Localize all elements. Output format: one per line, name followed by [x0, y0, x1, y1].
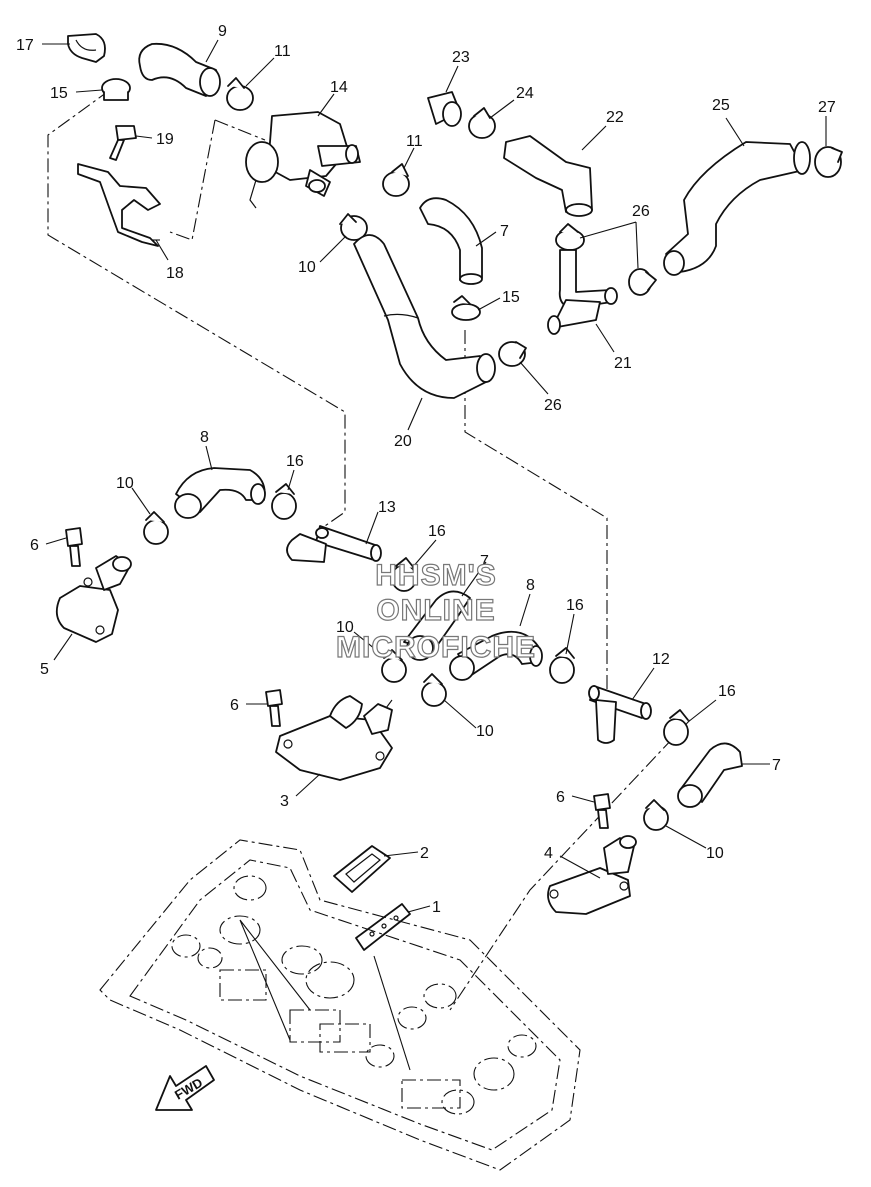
part-15-clamp-mid[interactable]	[451, 295, 481, 321]
part-26-clamp-b[interactable]	[628, 268, 657, 296]
callout-7-lower: 7	[772, 757, 781, 774]
part-21-pipe[interactable]	[547, 249, 618, 335]
part-15-hose-clamp[interactable]	[101, 78, 131, 101]
callout-24: 24	[516, 85, 534, 102]
watermark: HHSM'S ONLINE MICROFICHE	[335, 558, 536, 664]
part-16-clamp-c[interactable]	[549, 647, 575, 684]
part-23-plug[interactable]	[427, 91, 462, 127]
callout-12: 12	[652, 651, 670, 668]
callout-19: 19	[156, 131, 174, 148]
callout-13: 13	[378, 499, 396, 516]
part-20-large-hose[interactable]	[353, 234, 496, 399]
callout-10-right: 10	[706, 845, 724, 862]
callout-25: 25	[712, 97, 730, 114]
part-14-cutoff-valve[interactable]	[245, 111, 361, 209]
part-1-plate[interactable]	[355, 903, 411, 951]
part-18-bracket[interactable]	[77, 163, 161, 247]
part-7-hose-lower[interactable]	[677, 742, 743, 808]
callout-8-left: 8	[200, 429, 209, 446]
callout-22: 22	[606, 109, 624, 126]
part-27-clamp[interactable]	[814, 146, 843, 178]
callout-6-left: 6	[30, 537, 39, 554]
callout-6-mid: 6	[230, 697, 239, 714]
callout-14: 14	[330, 79, 348, 96]
part-10-clamp-d[interactable]	[421, 673, 447, 707]
callout-10-top: 10	[298, 259, 316, 276]
callout-8-mid: 8	[526, 577, 535, 594]
callout-10-mid-right: 10	[476, 723, 494, 740]
part-11-clamp-top[interactable]	[226, 77, 254, 111]
callout-7-mid: 7	[480, 553, 489, 570]
part-10-clamp-c[interactable]	[381, 649, 407, 683]
callout-26-mid: 26	[544, 397, 562, 414]
callout-15-top: 15	[50, 85, 68, 102]
callout-5: 5	[40, 661, 49, 678]
callout-21: 21	[614, 355, 632, 372]
part-26-clamp-c[interactable]	[498, 341, 527, 367]
callout-1: 1	[432, 899, 441, 916]
callout-11-top: 11	[274, 43, 291, 60]
callout-3: 3	[280, 793, 289, 810]
callout-15-mid: 15	[502, 289, 520, 306]
part-10-clamp-top[interactable]	[339, 213, 368, 241]
part-16-clamp-d[interactable]	[663, 709, 689, 746]
part-9-hose[interactable]	[138, 42, 221, 97]
watermark-line2: ONLINE	[376, 594, 495, 627]
part-12-tee-pipe[interactable]	[588, 685, 652, 744]
part-16-clamp-b[interactable]	[391, 557, 417, 592]
callout-16-c: 16	[566, 597, 584, 614]
part-11-clamp-right[interactable]	[382, 163, 410, 197]
callout-18: 18	[166, 265, 184, 282]
callout-16-a: 16	[286, 453, 304, 470]
part-25-hose[interactable]	[663, 141, 811, 276]
part-4-reed-cover[interactable]	[547, 835, 637, 915]
part-10-clamp-b[interactable]	[143, 511, 169, 545]
callout-17: 17	[16, 37, 34, 54]
part-5-reed-cover[interactable]	[55, 555, 132, 643]
part-8-hose-mid[interactable]	[449, 630, 543, 681]
part-13-pipe[interactable]	[286, 525, 382, 563]
callout-20: 20	[394, 433, 412, 450]
callout-16-b: 16	[428, 523, 446, 540]
callout-23: 23	[452, 49, 470, 66]
part-6-bolt-c[interactable]	[593, 793, 611, 829]
callout-27: 27	[818, 99, 836, 116]
callout-6-right: 6	[556, 789, 565, 806]
cylinder-head-cover	[99, 839, 581, 1171]
callout-10-mid: 10	[336, 619, 354, 636]
part-22-tee-joint[interactable]	[503, 135, 593, 217]
part-2-gasket[interactable]	[333, 845, 391, 893]
callout-9: 9	[218, 23, 227, 40]
part-19-bolt[interactable]	[109, 125, 137, 161]
callout-4: 4	[544, 845, 553, 862]
part-6-bolt-a[interactable]	[65, 527, 83, 567]
part-7-hose-mid[interactable]	[403, 590, 471, 661]
callout-2: 2	[420, 845, 429, 862]
part-16-clamp-a[interactable]	[271, 483, 297, 520]
callout-10-left: 10	[116, 475, 134, 492]
callout-26-top: 26	[632, 203, 650, 220]
fwd-arrow: FWD	[155, 1065, 215, 1111]
callout-7-top: 7	[500, 223, 509, 240]
part-24-clamp[interactable]	[468, 107, 496, 139]
callout-labels: 17 9 11 15 14 23 24 22 25 27 19 11 7 26 …	[16, 23, 836, 916]
part-10-clamp-e[interactable]	[643, 799, 669, 831]
part-8-hose-left[interactable]	[174, 467, 266, 519]
watermark-line1: HHSM'S	[375, 559, 496, 592]
part-3-reed-cover[interactable]	[275, 695, 393, 781]
leader-lines	[42, 39, 827, 1071]
part-26-clamp-a[interactable]	[555, 223, 585, 251]
part-6-bolt-b[interactable]	[265, 689, 283, 727]
callout-16-d: 16	[718, 683, 736, 700]
part-17-clip[interactable]	[67, 33, 106, 63]
watermark-line3: MICROFICHE	[336, 631, 536, 664]
part-7-hose-top[interactable]	[419, 197, 483, 285]
callout-11-right: 11	[406, 133, 423, 150]
